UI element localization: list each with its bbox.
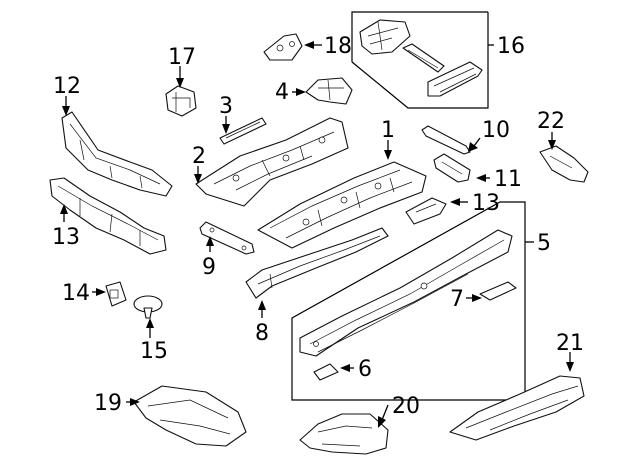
- part-14-clip[interactable]: [105, 281, 127, 307]
- callout-2: 2: [192, 144, 206, 169]
- callout-22: 22: [537, 109, 565, 134]
- callout-21: 21: [556, 331, 584, 356]
- callout-17: 17: [168, 45, 196, 70]
- part-22-bracket[interactable]: [539, 145, 589, 183]
- part-15-grommet[interactable]: [133, 295, 163, 319]
- part-9-bracket[interactable]: [199, 221, 255, 255]
- callout-19: 19: [94, 391, 122, 416]
- callout-6: 6: [358, 357, 372, 382]
- callout-4: 4: [275, 80, 289, 105]
- part-13-plate-right[interactable]: [405, 197, 447, 225]
- part-5-rocker-outer[interactable]: [299, 229, 513, 357]
- callout-9: 9: [202, 255, 216, 280]
- part-12-rail[interactable]: [61, 111, 173, 197]
- part-20-shield[interactable]: [299, 413, 389, 455]
- group-box-16: [351, 11, 489, 109]
- group-box-5: [291, 201, 526, 401]
- part-7-plate[interactable]: [479, 281, 517, 301]
- part-13-rail-left[interactable]: [49, 177, 167, 255]
- callout-10: 10: [482, 118, 510, 143]
- part-3-reinforcement[interactable]: [219, 117, 267, 145]
- part-4-bracket[interactable]: [305, 77, 353, 105]
- callout-5: 5: [537, 231, 551, 256]
- part-16-crossmember-set[interactable]: [359, 19, 483, 97]
- part-2-floor-pan[interactable]: [195, 117, 349, 207]
- part-11-plate[interactable]: [433, 153, 471, 183]
- callout-7: 7: [450, 287, 464, 312]
- part-18-bracket[interactable]: [263, 33, 303, 61]
- leader-lines: [60, 41, 574, 428]
- callout-12: 12: [53, 74, 81, 99]
- callout-15: 15: [140, 339, 168, 364]
- callout-13-left: 13: [52, 225, 80, 250]
- callout-11: 11: [494, 167, 522, 192]
- part-19-shield[interactable]: [133, 385, 247, 447]
- part-8-rocker-inner[interactable]: [245, 227, 389, 299]
- callout-14: 14: [62, 281, 90, 306]
- callout-labels: 1 2 3 4 5 6 7 8 9 10 11 12 13 13 14 15 1…: [52, 34, 584, 419]
- part-6-plate[interactable]: [313, 363, 339, 381]
- part-17-clip[interactable]: [165, 85, 197, 117]
- callout-18: 18: [324, 34, 352, 59]
- callout-1: 1: [381, 118, 395, 143]
- part-1-main-floor[interactable]: [257, 161, 427, 249]
- callout-20: 20: [392, 394, 420, 419]
- callout-16: 16: [497, 34, 525, 59]
- callout-13-right: 13: [472, 191, 500, 216]
- part-10-bracket[interactable]: [421, 125, 471, 155]
- callout-8: 8: [255, 321, 269, 346]
- callout-3: 3: [219, 94, 233, 119]
- part-21-shield[interactable]: [449, 375, 585, 441]
